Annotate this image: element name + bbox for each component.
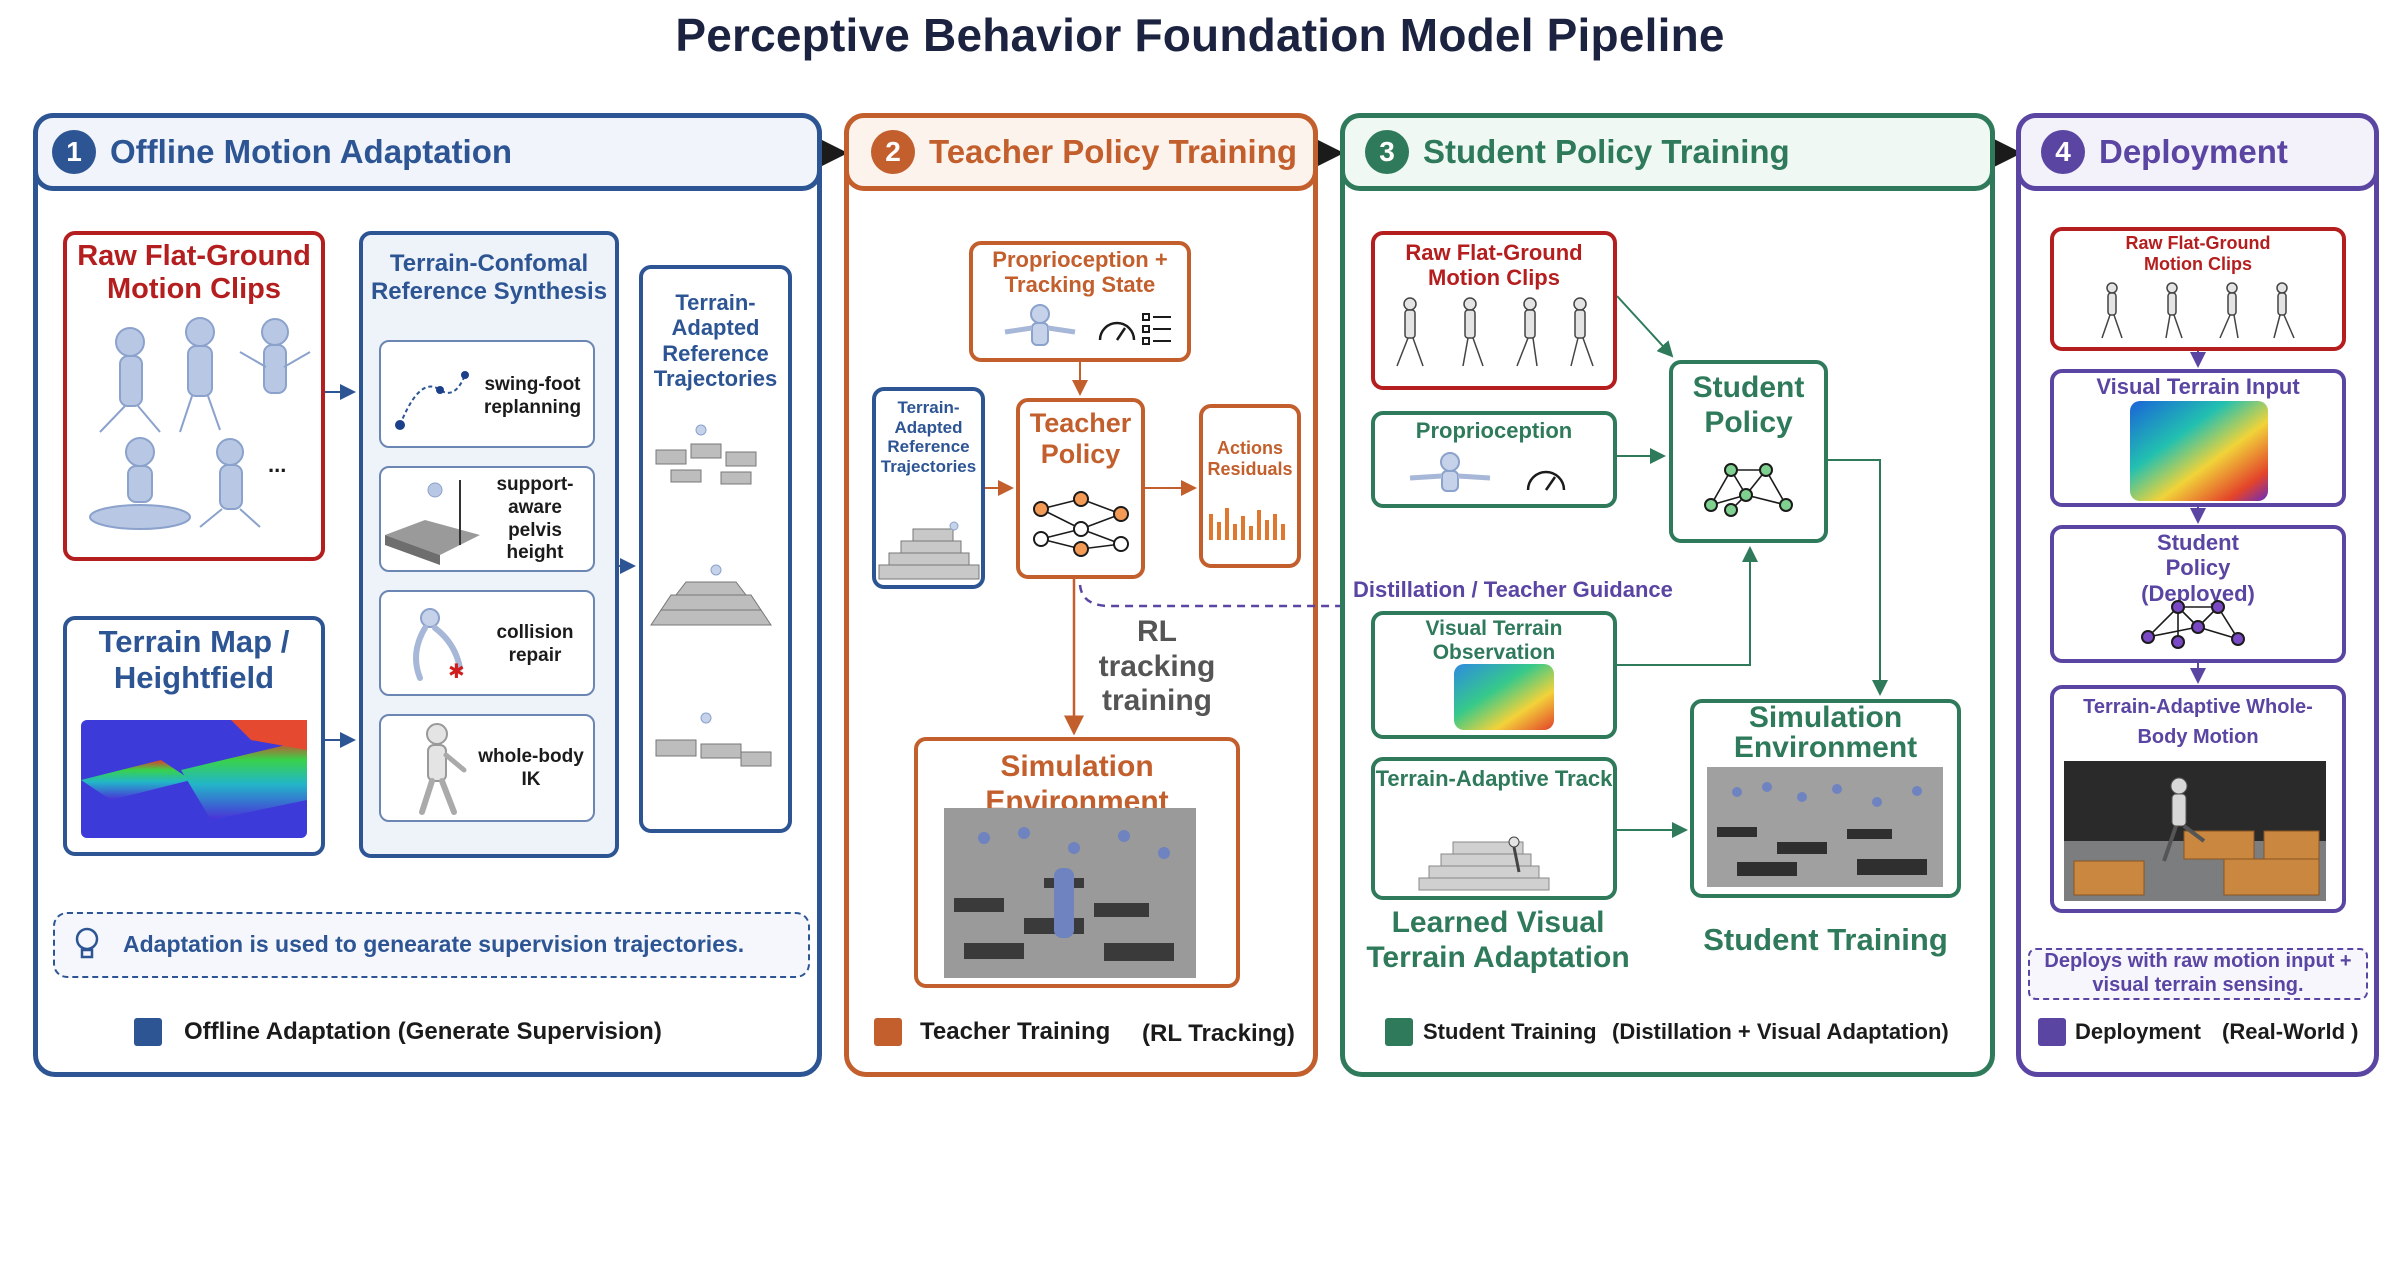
track-label: Terrain-Adaptive Track bbox=[1375, 766, 1613, 791]
stage2-sim-image bbox=[944, 808, 1196, 978]
walking-robots-illustration bbox=[1396, 297, 1594, 367]
step-swing-foot bbox=[379, 340, 595, 448]
adapted-terrain-images bbox=[650, 424, 772, 767]
svg-text:✱: ✱ bbox=[448, 659, 465, 683]
collision-icon: ✱ bbox=[413, 608, 465, 683]
adapted-trajectories-label: Terrain-Adapted Reference Trajectories bbox=[653, 290, 778, 391]
stage3-header: 3 Student Policy Training bbox=[1340, 113, 1995, 191]
ref-traj-label: Terrain-Adapted Reference Trajectories bbox=[880, 398, 977, 476]
stage2-legend-text-a: Teacher Training bbox=[920, 1018, 1111, 1045]
stage3-title: Student Policy Training bbox=[1423, 133, 1790, 170]
checklist-icon bbox=[1142, 313, 1171, 345]
visual-obs-image bbox=[1454, 664, 1554, 730]
step-pelvis-height-label: support-aware pelvis height bbox=[496, 474, 574, 564]
visual-input-image bbox=[2130, 401, 2268, 501]
actions-residuals-label: Actions Residuals bbox=[1207, 438, 1293, 479]
step-collision-repair-label: collision repair bbox=[496, 622, 574, 666]
info-bulb-icon bbox=[75, 927, 99, 959]
stage1-legend-text: Offline Adaptation (Generate Supervision… bbox=[184, 1018, 662, 1045]
stage4-note-text: Deploys with raw motion input + visual t… bbox=[2044, 950, 2352, 996]
gauge-icon bbox=[1098, 321, 1136, 341]
distillation-label: Distillation / Teacher Guidance bbox=[1353, 577, 1673, 602]
stage4-raw-clips-label: Raw Flat-Ground Motion Clips bbox=[2125, 233, 2271, 274]
adapted-trajectories-box bbox=[639, 265, 792, 833]
stage2-legend-text-b: (RL Tracking) bbox=[1142, 1020, 1295, 1047]
step-whole-body-ik bbox=[379, 714, 595, 822]
stage4-raw-clips-box bbox=[2050, 227, 2346, 351]
stage4-legend-text-a: Deployment bbox=[2075, 1019, 2201, 1044]
stage3-sim-image bbox=[1707, 767, 1943, 887]
student-deployed-label: Student Policy (Deployed) bbox=[2141, 530, 2255, 606]
step-whole-body-ik-label: whole-body IK bbox=[478, 746, 584, 790]
whole-body-ik-icon bbox=[419, 723, 467, 815]
more-poses-ellipsis: ... bbox=[268, 452, 287, 477]
stage4-legend-swatch bbox=[2038, 1018, 2066, 1046]
page-title: Perceptive Behavior Foundation Model Pip… bbox=[675, 9, 1725, 61]
rl-training-label: RL tracking training bbox=[1098, 615, 1216, 717]
stage2-number: 2 bbox=[871, 130, 915, 174]
wbm-label: Terrain-Adaptive Whole-Body Motion bbox=[2083, 696, 2313, 748]
stage1-header: 1 Offline Motion Adaptation bbox=[33, 113, 822, 191]
stage3-proprio-box bbox=[1371, 411, 1617, 508]
swing-foot-icon bbox=[395, 371, 469, 430]
stage1-note-text: Adaptation is used to genearate supervis… bbox=[123, 931, 745, 957]
track-stairs-image bbox=[1418, 836, 1550, 891]
ref-traj-stairs bbox=[878, 521, 980, 580]
student-training-label: Student Training bbox=[1703, 922, 1948, 957]
stage3-legend-text-b: (Distillation + Visual Adaptation) bbox=[1612, 1019, 1949, 1044]
stage3-legend-swatch bbox=[1385, 1018, 1413, 1046]
real-world-photo bbox=[2064, 761, 2326, 901]
student-policy-box bbox=[1669, 360, 1828, 543]
stage4-legend-text-b: (Real-World ) bbox=[2222, 1019, 2359, 1044]
bar-chart-icon bbox=[1209, 508, 1285, 540]
stage2-title: Teacher Policy Training bbox=[929, 133, 1298, 170]
teacher-policy-label: Teacher Policy bbox=[1029, 408, 1132, 470]
pelvis-height-icon bbox=[385, 480, 480, 565]
stage1-number: 1 bbox=[52, 130, 96, 174]
stage3-proprio-icons bbox=[1409, 452, 1566, 492]
stage4-header: 4 Deployment bbox=[2016, 113, 2379, 191]
neural-net-icon bbox=[1033, 491, 1129, 557]
stage3-number: 3 bbox=[1365, 130, 1409, 174]
neural-net-icon bbox=[2141, 600, 2245, 649]
stage4-note bbox=[2028, 948, 2368, 1000]
actions-residuals-box bbox=[1199, 404, 1301, 568]
stage1-title: Offline Motion Adaptation bbox=[110, 133, 513, 170]
visual-obs-label: Visual Terrain Observation bbox=[1425, 617, 1563, 665]
terrain-map-label: Terrain Map / Heightfield bbox=[98, 624, 290, 695]
student-policy-label: Student Policy bbox=[1692, 371, 1805, 439]
stage1-note bbox=[53, 912, 810, 978]
visual-input-label: Visual Terrain Input bbox=[2096, 374, 2300, 399]
proprio-tracking-icons bbox=[1004, 304, 1171, 346]
stage4-number: 4 bbox=[2041, 130, 2085, 174]
heightfield-image bbox=[81, 720, 307, 838]
stage3-legend-text-a: Student Training bbox=[1423, 1019, 1597, 1044]
step-collision-repair bbox=[379, 590, 595, 696]
stage3-sim-label: Simulation Environment bbox=[1733, 701, 1918, 764]
robot-poses-illustration bbox=[89, 317, 311, 530]
raw-clips-label: Raw Flat-Ground Motion Clips bbox=[77, 240, 311, 306]
proprio-tracking-label: Proprioception + Tracking State bbox=[992, 247, 1168, 298]
synthesis-title: Terrain-Confomal Reference Synthesis bbox=[370, 250, 608, 305]
stage4-title: Deployment bbox=[2099, 133, 2288, 170]
neural-net-icon bbox=[1704, 463, 1793, 517]
stage2-header: 2 Teacher Policy Training bbox=[844, 113, 1318, 191]
stage1-legend-swatch bbox=[134, 1018, 162, 1046]
stage4-walking-robots bbox=[2101, 282, 2295, 339]
student-deployed-box bbox=[2050, 525, 2346, 663]
learned-adaptation-label: Learned Visual Terrain Adaptation bbox=[1366, 906, 1630, 974]
gauge-icon bbox=[1526, 470, 1566, 491]
step-swing-foot-label: swing-foot replanning bbox=[483, 374, 582, 418]
stage3-raw-clips-label: Raw Flat-Ground Motion Clips bbox=[1405, 240, 1583, 291]
stage3-proprio-label: Proprioception bbox=[1415, 418, 1573, 443]
stage2-legend-swatch bbox=[874, 1018, 902, 1046]
